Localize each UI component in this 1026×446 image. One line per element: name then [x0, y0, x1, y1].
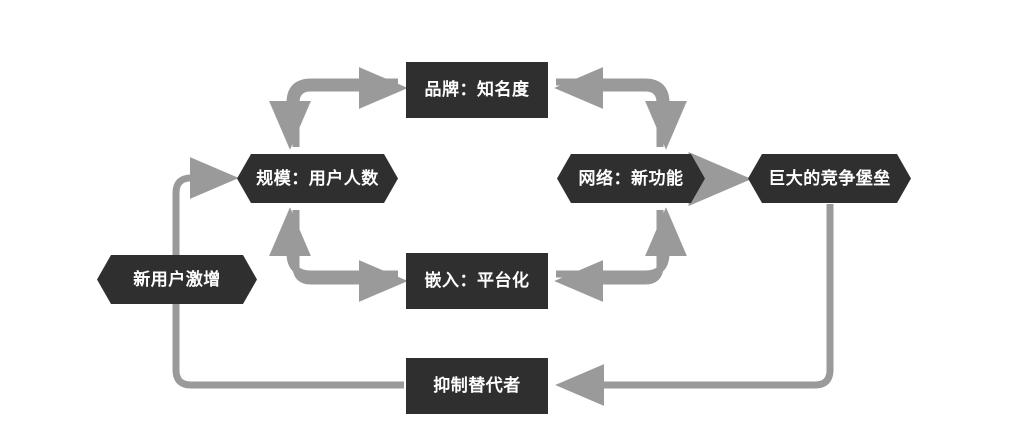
node-network-label: 网络：新功能 [578, 168, 684, 188]
node-suppress-substitutes[interactable]: 抑制替代者 [406, 358, 548, 414]
node-moat[interactable]: 巨大的竞争堡垒 [748, 154, 911, 203]
node-embed[interactable]: 嵌入：平台化 [406, 253, 548, 309]
node-scale-label: 规模：用户人数 [256, 168, 379, 188]
edge-brand-to-scale-line [269, 78, 398, 150]
edge-brand-to-network [556, 78, 687, 150]
node-new-users[interactable]: 新用户激增 [97, 255, 257, 304]
node-brand[interactable]: 品牌：知名度 [406, 62, 548, 118]
edge-network-to-embed [554, 210, 664, 302]
node-moat-label: 巨大的竞争堡垒 [768, 168, 891, 188]
edge-network-to-brand [554, 67, 664, 147]
node-suppress-substitutes-label: 抑制替代者 [433, 376, 521, 395]
edge-embed-to-network [556, 207, 687, 278]
edge-embed-to-scale [269, 207, 398, 278]
edge-moat-to-suppress [555, 204, 834, 406]
node-new-users-label: 新用户激增 [133, 269, 221, 289]
edge-scale-to-embed [292, 210, 408, 302]
node-brand-label: 品牌：知名度 [424, 80, 530, 99]
edge-brand-to-scale [296, 88, 398, 147]
node-embed-label: 嵌入：平台化 [424, 271, 530, 290]
node-network[interactable]: 网络：新功能 [557, 154, 705, 203]
node-scale[interactable]: 规模：用户人数 [237, 154, 398, 203]
edge-scale-to-brand [292, 67, 408, 147]
